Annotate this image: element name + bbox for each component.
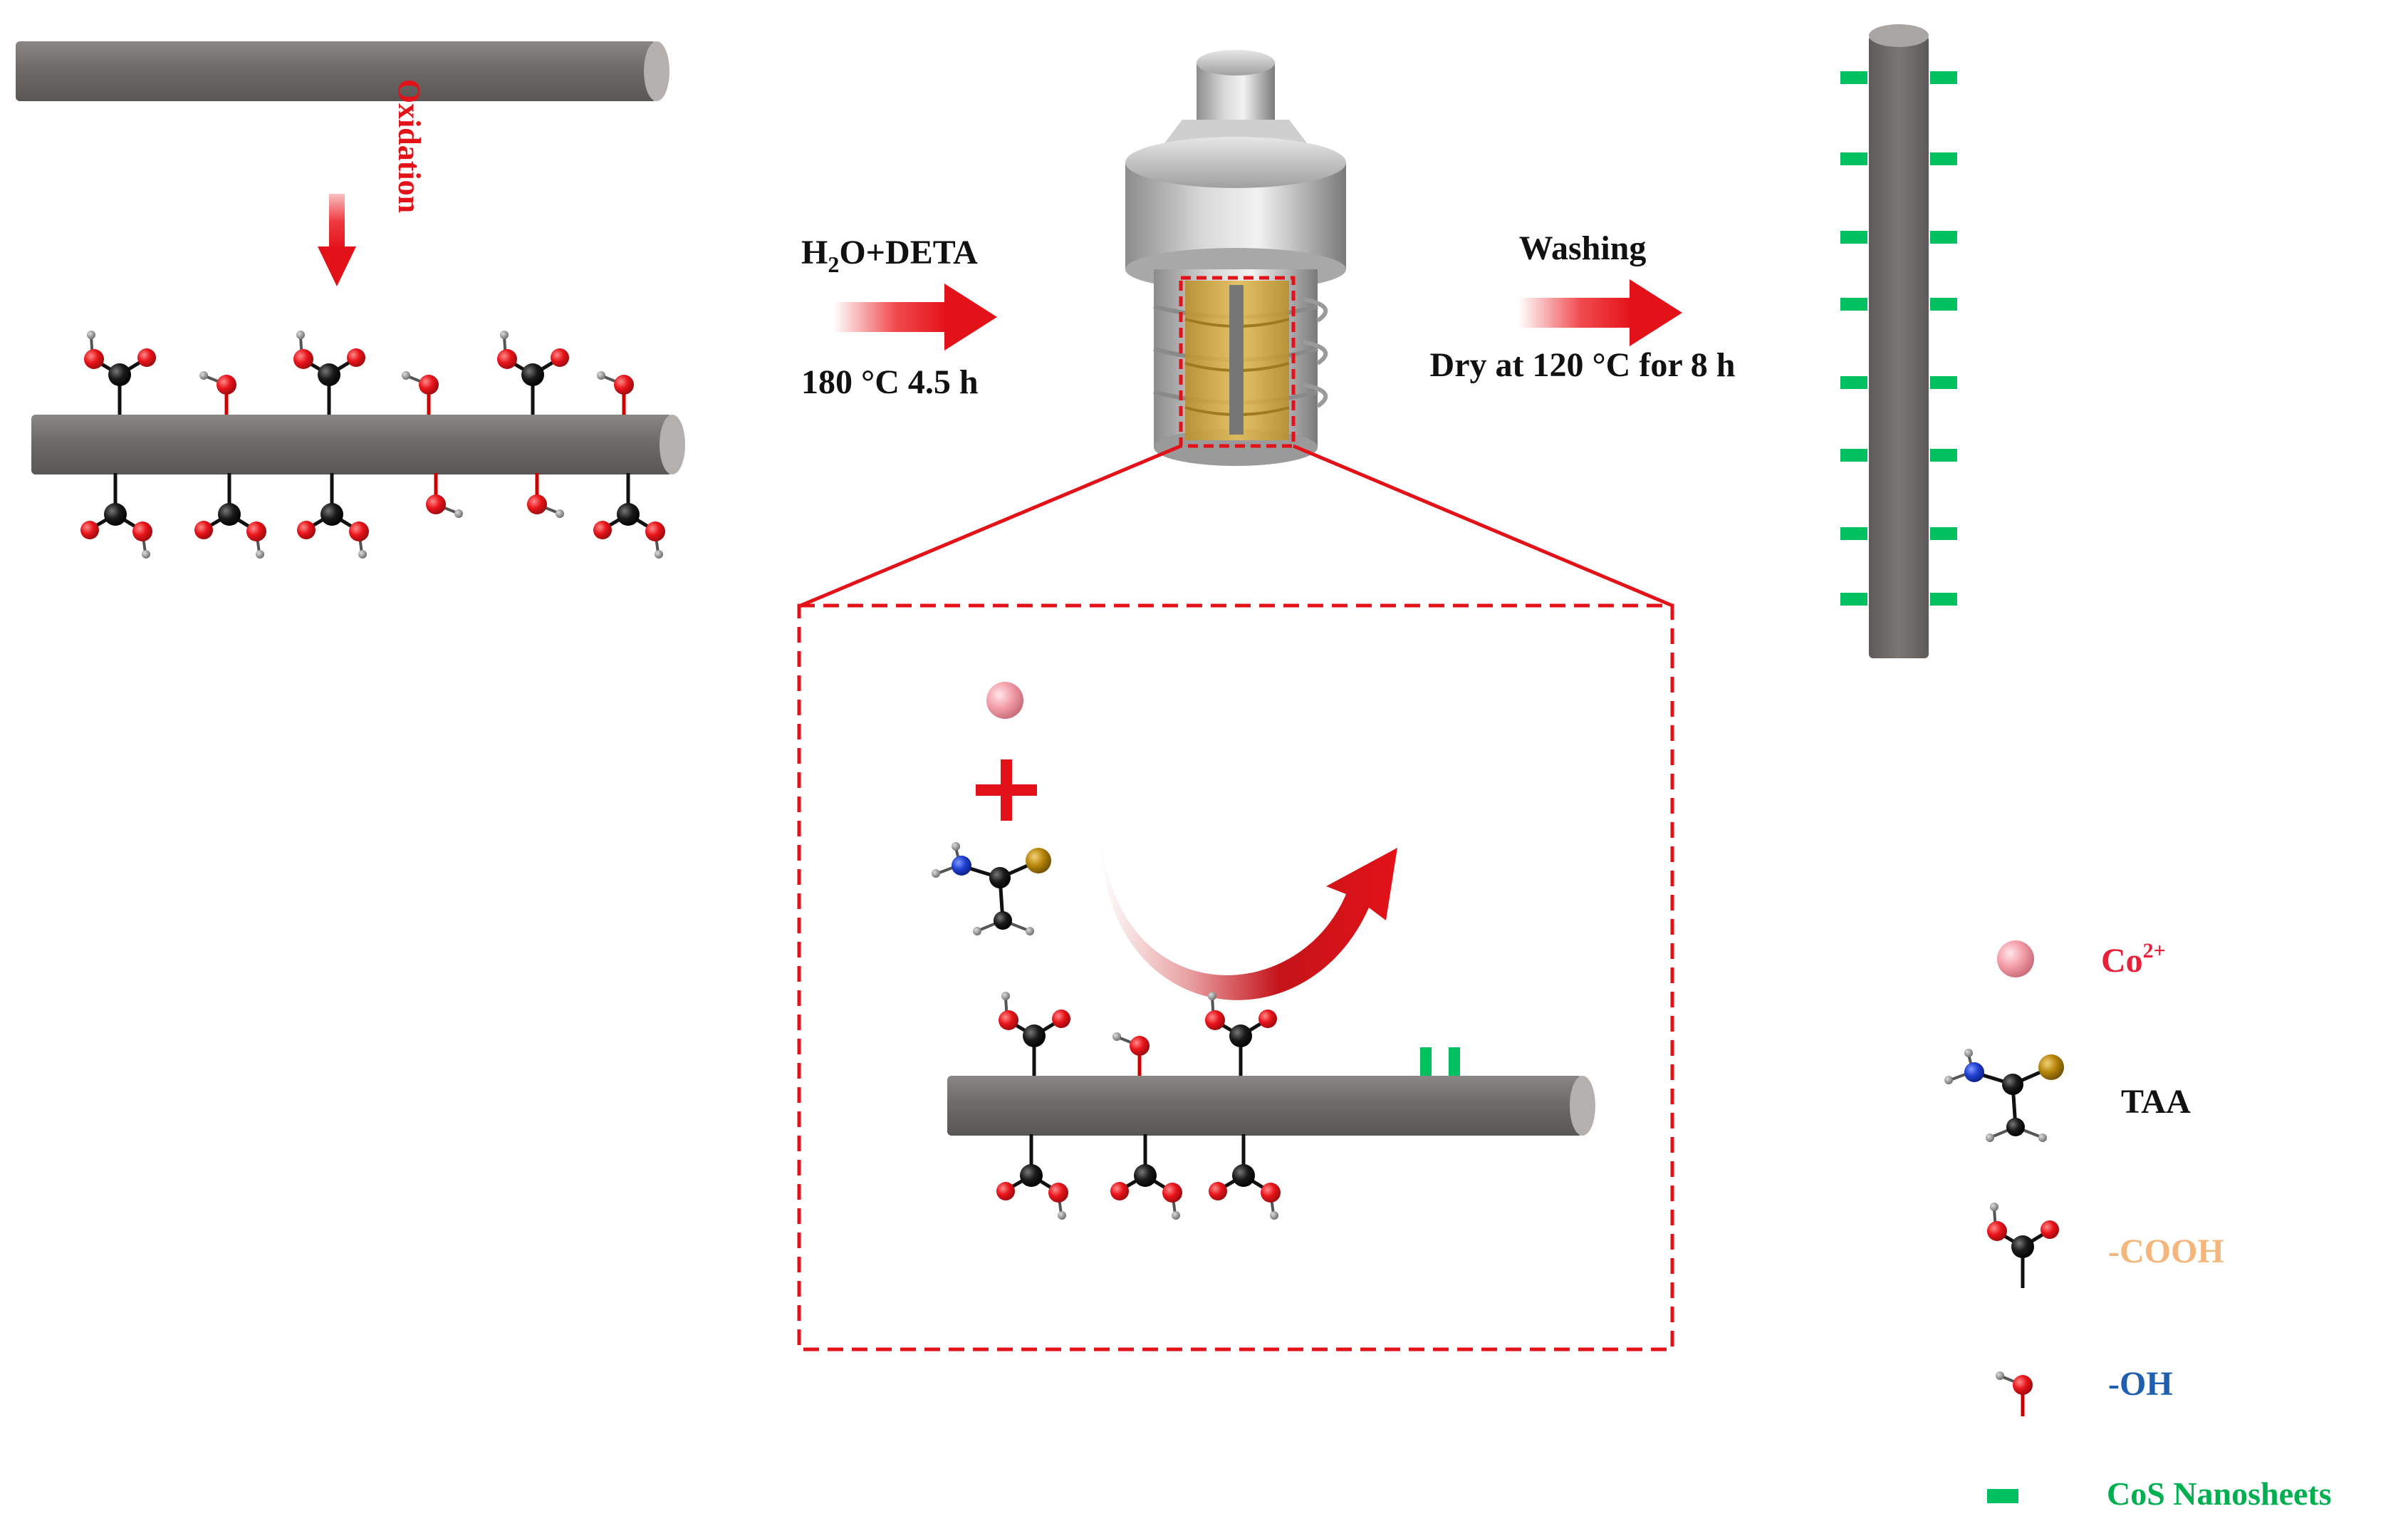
- autoclave: [1125, 50, 1346, 466]
- legend-co-label: Co2+: [2101, 939, 2166, 980]
- cos-nanosheet-seed: [1420, 1047, 1432, 1079]
- legend-cos-label: CoS Nanosheets: [2107, 1475, 2332, 1512]
- taa-molecule: [932, 842, 1051, 935]
- step1-condition-bottom: 180 °C 4.5 h: [801, 363, 979, 401]
- reaction-detail-box: [797, 603, 1674, 1351]
- step2-condition-top: Washing: [1519, 229, 1647, 267]
- oxidized-rod-groups-top: [84, 331, 634, 416]
- cos-decorated-rod: [1840, 24, 1957, 658]
- legend-oh-label: -OH: [2108, 1365, 2173, 1403]
- autoclave-highlight-box: [1179, 276, 1296, 448]
- zoom-line-left: [800, 444, 1182, 608]
- legend-taa-label: TAA: [2121, 1083, 2191, 1121]
- oxidized-rod: [31, 331, 685, 559]
- step1-arrow: [833, 284, 997, 351]
- oxidation-arrow: [318, 194, 356, 286]
- oxidized-rod-groups-bottom: [80, 473, 665, 559]
- legend-cos-icon: [1987, 1489, 2018, 1503]
- step1-condition-top: H2O+DETA: [801, 234, 978, 277]
- cos-nanosheet-seed: [1449, 1047, 1460, 1079]
- legend-cooh-icon: [1987, 1203, 2059, 1288]
- reaction-rod: [947, 992, 1595, 1220]
- zoom-line-right: [1293, 444, 1673, 608]
- pristine-rod: [16, 41, 669, 101]
- curved-reaction-arrow: [1100, 826, 1397, 1000]
- legend-cooh-label: -COOH: [2108, 1233, 2224, 1270]
- legend: Co2+ TAA -COOH -OH CoS Nanosheets: [1944, 939, 2332, 1512]
- legend-taa-icon: [1944, 1049, 2064, 1142]
- plus-sign: [976, 759, 1037, 821]
- step2-condition-bottom: Dry at 120 °C for 8 h: [1430, 346, 1736, 384]
- oxidation-label: Oxidation: [392, 79, 427, 213]
- cobalt-ion: [986, 682, 1023, 719]
- legend-co-icon: [1997, 940, 2034, 977]
- legend-oh-icon: [1996, 1371, 2033, 1416]
- step2-arrow: [1518, 279, 1682, 346]
